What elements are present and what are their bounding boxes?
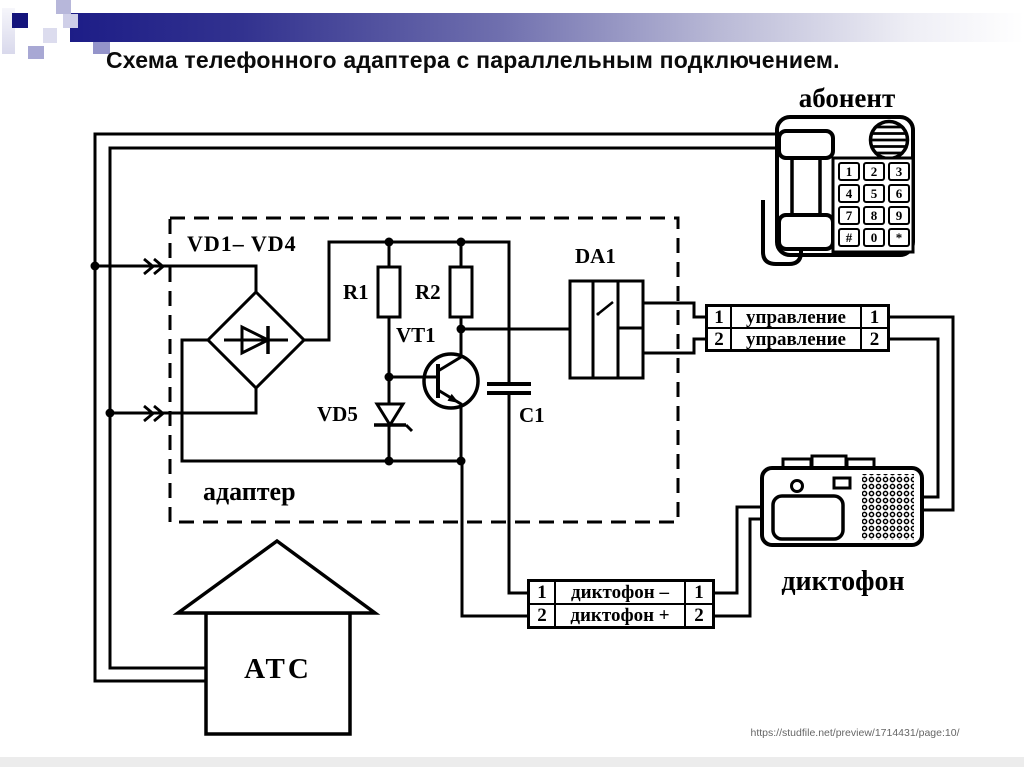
control-row2-right-pin: 2 — [862, 329, 887, 349]
wire-block1-to-recorder — [715, 505, 764, 595]
wire-phone-line-a — [93, 132, 781, 683]
phone-keypad: 1 2 3 4 5 6 7 8 9 # 0 * — [838, 162, 910, 248]
wire-da1-out-1 — [643, 301, 705, 319]
capacitor-c1 — [487, 382, 531, 395]
diode-bridge — [205, 289, 307, 391]
phone-key: 3 — [888, 162, 910, 181]
wire-block2-to-recorder — [715, 517, 764, 618]
handset-grip — [790, 148, 822, 222]
decoration-square — [63, 14, 78, 28]
recorder-speaker-grille — [862, 474, 914, 540]
source-url: https://studfile.net/preview/1714431/pag… — [750, 727, 960, 739]
chevron-icon — [153, 257, 166, 276]
chevron-icon — [143, 257, 156, 276]
da1-switch-contact — [597, 301, 614, 315]
input-arrows — [143, 257, 166, 423]
header-gradient-bar — [70, 13, 1024, 42]
wire-bridge-left-to-bottom-rail — [180, 338, 527, 618]
recorder-row1-label: диктофон – — [556, 582, 684, 603]
recorder-mic — [790, 479, 804, 493]
label-recorder: диктофон — [781, 566, 905, 597]
handset-earpiece — [777, 129, 835, 160]
control-row2-label: управление — [732, 329, 860, 349]
phone-key: 7 — [838, 206, 860, 225]
wire-phone-line-b — [108, 146, 781, 670]
diode-vd5 — [374, 402, 414, 433]
decoration-square — [93, 42, 110, 54]
resistor-r2 — [448, 265, 474, 319]
label-exchange: АТС — [244, 653, 312, 685]
wire-c1-to-block — [507, 393, 527, 595]
label-vd1-vd4: VD1– VD4 — [187, 231, 297, 256]
phone-key: 8 — [863, 206, 885, 225]
wire-emitter — [437, 388, 463, 461]
decoration-square — [2, 8, 15, 54]
recorder-indicator — [832, 476, 852, 490]
wire-control1-to-recorder — [890, 315, 955, 512]
adapter-dashed-box — [168, 216, 680, 524]
junction-dots — [90, 237, 466, 466]
phone-key: 6 — [888, 184, 910, 203]
recorder-row2-right-pin: 2 — [686, 605, 712, 626]
phone-key: 0 — [863, 228, 885, 247]
resistor-r1 — [376, 265, 402, 319]
control-row1-right-pin: 1 — [862, 307, 887, 327]
recorder-cassette-door — [771, 494, 845, 541]
wires — [93, 132, 955, 683]
slide-title: Схема телефонного адаптера с параллельны… — [106, 47, 840, 73]
building-roof — [172, 538, 381, 615]
wire-top-rail — [304, 240, 511, 384]
decoration-square — [43, 28, 57, 43]
transistor-vt1 — [422, 352, 480, 410]
slide-bottom-edge — [0, 757, 1024, 767]
phone-key: 4 — [838, 184, 860, 203]
decoration-square — [12, 13, 28, 28]
wire-control2-to-recorder — [890, 337, 940, 499]
decoration-square — [56, 0, 71, 14]
label-da1: DA1 — [575, 244, 616, 268]
control-row1-left-pin: 1 — [708, 307, 730, 327]
control-row2-left-pin: 2 — [708, 329, 730, 349]
bridge-diode-triangle — [240, 324, 272, 356]
chevron-icon — [143, 404, 156, 423]
label-c1: C1 — [519, 403, 545, 427]
wire-da1-out-2 — [643, 337, 705, 355]
phone-key: # — [838, 228, 860, 247]
control-connector-block: 1 управление 1 2 управление 2 — [705, 304, 890, 352]
exchange-building-icon — [172, 538, 381, 736]
recorder-row2-label: диктофон + — [556, 605, 684, 626]
ic-da1 — [568, 279, 645, 380]
label-r2: R2 — [415, 280, 441, 304]
label-vd5: VD5 — [317, 402, 358, 426]
vt1-emitter-arrow — [447, 393, 459, 403]
phone-cord — [761, 200, 803, 266]
phone-key: 9 — [888, 206, 910, 225]
phone-key: 1 — [838, 162, 860, 181]
label-r1: R1 — [343, 280, 369, 304]
phone-key: 5 — [863, 184, 885, 203]
phone-key: * — [888, 228, 910, 247]
recorder-row1-left-pin: 1 — [530, 582, 554, 603]
chevron-icon — [153, 404, 166, 423]
recorder-row2-left-pin: 2 — [530, 605, 554, 626]
wire-collector — [437, 329, 463, 373]
control-row1-label: управление — [732, 307, 860, 327]
label-adapter: адаптер — [203, 477, 296, 506]
dictaphone-icon — [760, 454, 924, 547]
phone-key: 2 — [863, 162, 885, 181]
building-body — [204, 611, 352, 736]
recorder-connector-block: 1 диктофон – 1 2 диктофон + 2 — [527, 579, 715, 629]
recorder-row1-right-pin: 1 — [686, 582, 712, 603]
label-subscriber: абонент — [798, 83, 896, 113]
handset-mouthpiece — [777, 213, 835, 251]
wire-input-bottom — [110, 388, 258, 415]
decoration-square — [28, 46, 44, 59]
wire-input-top — [95, 264, 258, 292]
label-vt1: VT1 — [396, 323, 436, 347]
